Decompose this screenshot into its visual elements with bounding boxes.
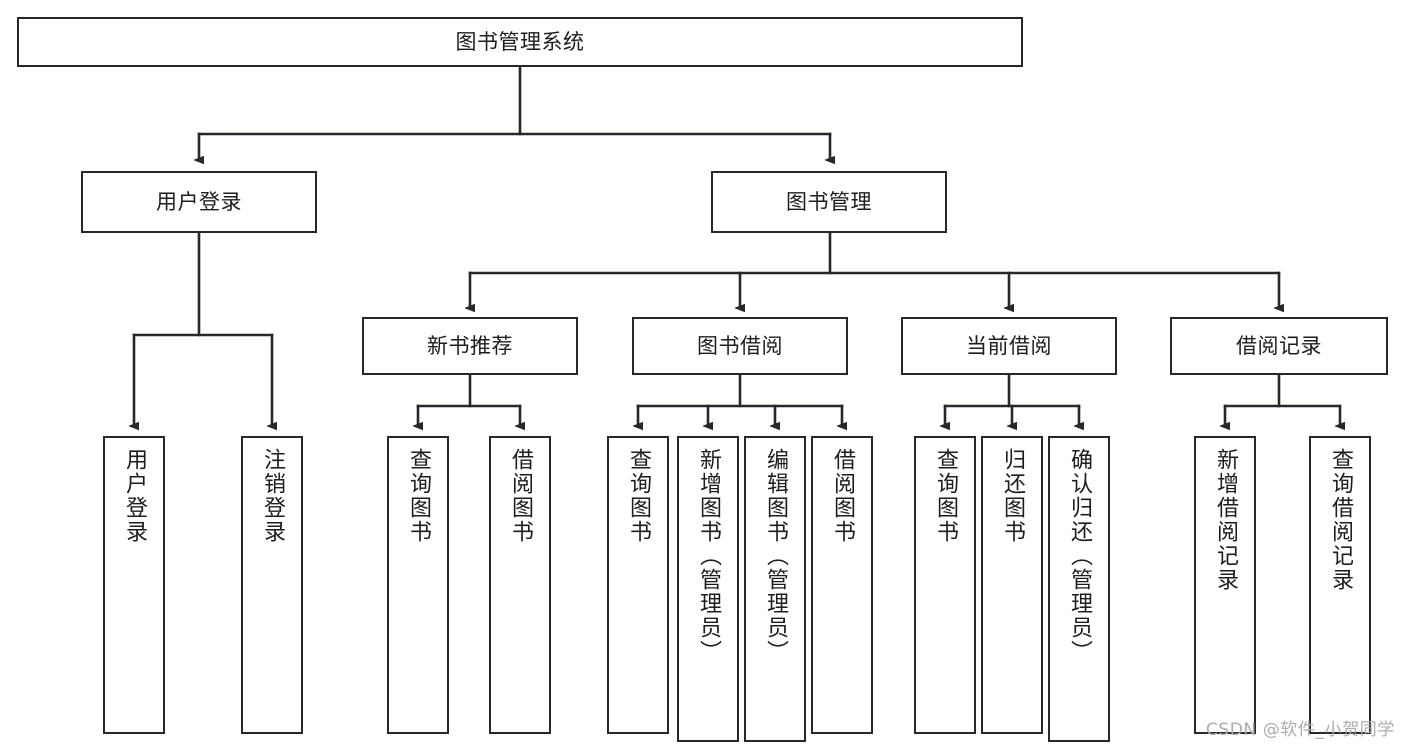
node-book-borrow-label: 图书借阅 xyxy=(697,333,783,358)
watermark: CSDN @软件_小贺同学 xyxy=(1205,720,1395,740)
node-new-book-recommend[interactable]: 新书推荐 xyxy=(362,317,578,375)
node-new-book-recommend-label: 新书推荐 xyxy=(427,333,513,358)
leaf-query-borrow-record[interactable]: 查询借阅记录 xyxy=(1309,436,1371,734)
leaf-add-borrow-record-label: 新增借阅记录 xyxy=(1213,448,1238,592)
leaf-return-book-label: 归还图书 xyxy=(1000,448,1025,544)
leaf-query-book-borrow-label: 查询图书 xyxy=(626,448,651,544)
leaf-borrow-book-recommend-label: 借阅图书 xyxy=(508,448,533,544)
leaf-borrow-book-label: 借阅图书 xyxy=(830,448,855,544)
leaf-user-login-label: 用户登录 xyxy=(122,448,147,544)
leaf-edit-book-admin[interactable]: 编辑图书（管理员） xyxy=(744,436,806,742)
leaf-return-book[interactable]: 归还图书 xyxy=(981,436,1043,734)
leaf-add-book-admin-label: 新增图书（管理员） xyxy=(696,448,721,664)
leaf-logout-label: 注销登录 xyxy=(260,448,285,544)
leaf-edit-book-admin-label: 编辑图书（管理员） xyxy=(763,448,788,664)
leaf-query-book-current[interactable]: 查询图书 xyxy=(914,436,976,734)
node-current-borrow[interactable]: 当前借阅 xyxy=(901,317,1117,375)
node-book-management[interactable]: 图书管理 xyxy=(711,171,947,233)
node-user-login-label: 用户登录 xyxy=(156,189,242,214)
node-root[interactable]: 图书管理系统 xyxy=(17,17,1023,67)
node-root-label: 图书管理系统 xyxy=(455,29,585,54)
leaf-add-borrow-record[interactable]: 新增借阅记录 xyxy=(1194,436,1256,734)
node-book-management-label: 图书管理 xyxy=(786,189,872,214)
leaf-borrow-book[interactable]: 借阅图书 xyxy=(811,436,873,734)
leaf-query-book-recommend[interactable]: 查询图书 xyxy=(387,436,449,734)
leaf-user-login[interactable]: 用户登录 xyxy=(103,436,165,734)
leaf-query-book-borrow[interactable]: 查询图书 xyxy=(607,436,669,734)
node-borrow-record[interactable]: 借阅记录 xyxy=(1170,317,1388,375)
leaf-logout[interactable]: 注销登录 xyxy=(241,436,303,734)
leaf-query-book-current-label: 查询图书 xyxy=(933,448,958,544)
node-book-borrow[interactable]: 图书借阅 xyxy=(632,317,848,375)
leaf-confirm-return-admin[interactable]: 确认归还（管理员） xyxy=(1048,436,1110,742)
node-user-login[interactable]: 用户登录 xyxy=(81,171,317,233)
leaf-query-borrow-record-label: 查询借阅记录 xyxy=(1328,448,1353,592)
leaf-confirm-return-admin-label: 确认归还（管理员） xyxy=(1067,448,1092,664)
leaf-borrow-book-recommend[interactable]: 借阅图书 xyxy=(489,436,551,734)
leaf-add-book-admin[interactable]: 新增图书（管理员） xyxy=(677,436,739,742)
node-current-borrow-label: 当前借阅 xyxy=(966,333,1052,358)
leaf-query-book-recommend-label: 查询图书 xyxy=(406,448,431,544)
node-borrow-record-label: 借阅记录 xyxy=(1236,333,1322,358)
